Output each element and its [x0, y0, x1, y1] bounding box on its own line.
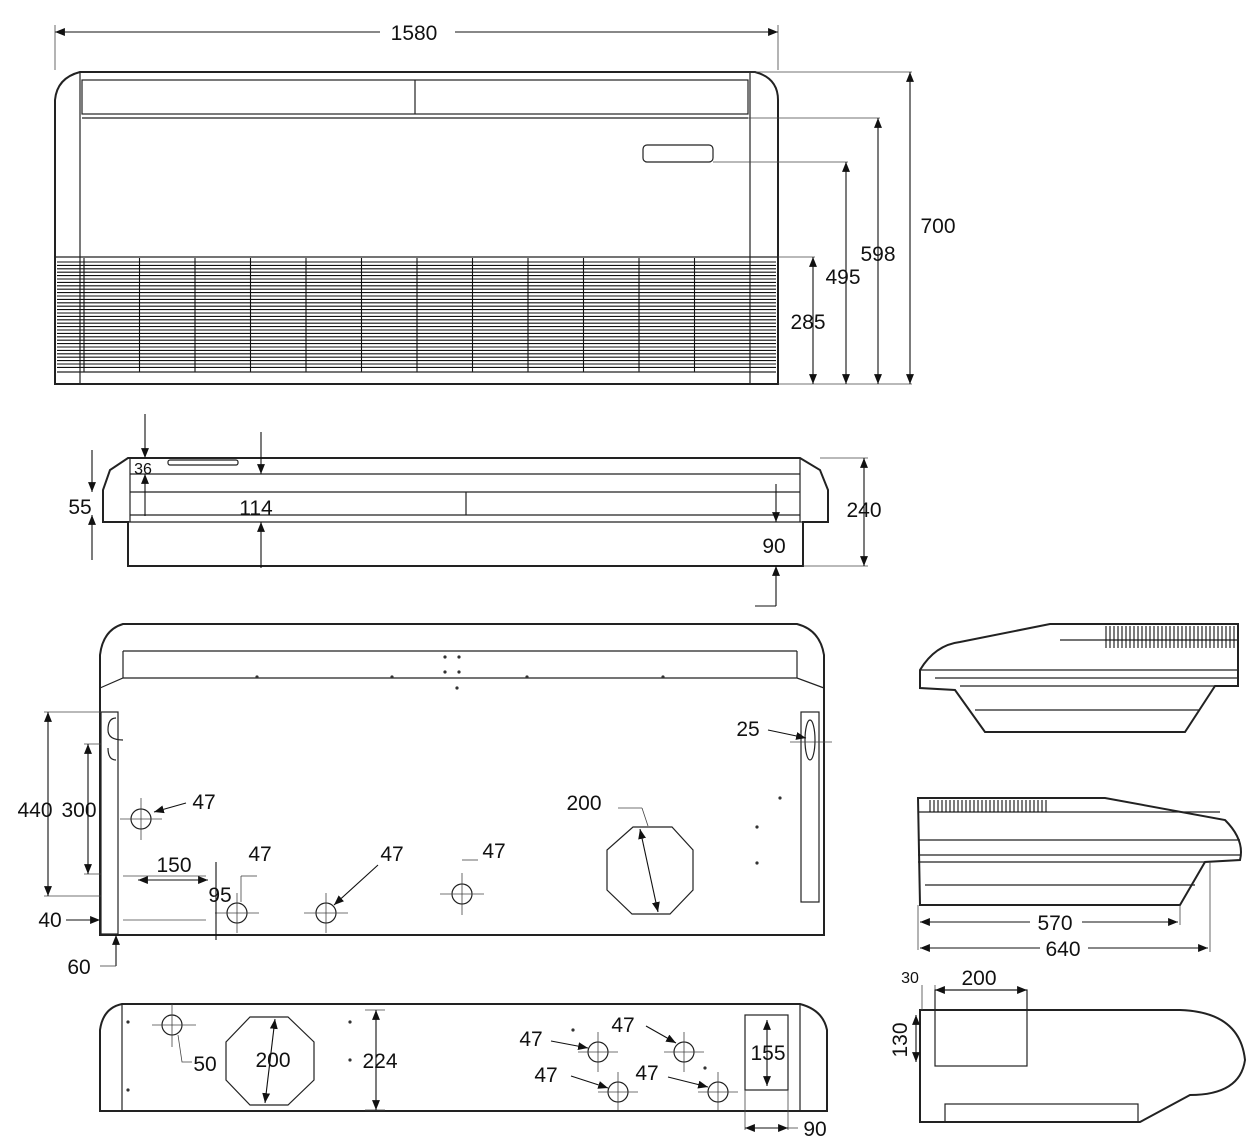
- top-view: 36 55 114 90 240: [68, 414, 882, 607]
- dim-47-a: 47: [192, 791, 215, 814]
- dim-224: 224: [362, 1050, 397, 1073]
- rear-outline: [99, 623, 825, 936]
- dim-300: 300: [61, 799, 96, 822]
- side-view-lower: 570 640: [916, 797, 1242, 961]
- dim-60: 60: [67, 956, 90, 979]
- dim-40: 40: [38, 909, 61, 932]
- side-grille-bottom: [929, 800, 1047, 812]
- dim-155: 155: [750, 1042, 785, 1065]
- dim-height-495: 495: [825, 266, 860, 289]
- dim-200-bottom: 200: [255, 1049, 290, 1072]
- dim-50: 50: [193, 1053, 216, 1076]
- side-outline-lower: [916, 797, 1242, 906]
- bottom-outline: [99, 1003, 828, 1112]
- dim-47-c: 47: [380, 843, 403, 866]
- side-grille-top: [1105, 626, 1235, 648]
- control-display: [642, 144, 714, 163]
- dim-47-bottom-c: 47: [534, 1064, 557, 1087]
- dim-200: 200: [566, 792, 601, 815]
- dim-640: 640: [1045, 938, 1080, 961]
- dim-30: 30: [901, 970, 919, 987]
- dim-440: 440: [17, 799, 52, 822]
- dim-90-bottom: 90: [803, 1118, 826, 1141]
- dim-height-598: 598: [860, 243, 895, 266]
- dim-47-d: 47: [482, 840, 505, 863]
- dim-36: 36: [134, 461, 152, 478]
- dim-150: 150: [156, 854, 191, 877]
- dim-114: 114: [239, 497, 273, 520]
- side-outline-upper: [919, 623, 1239, 733]
- dim-width-1580: 1580: [391, 22, 438, 45]
- detail-view: 30 200 130: [889, 967, 1247, 1123]
- detail-outline: [919, 1009, 1247, 1123]
- side-view-upper: [919, 623, 1239, 733]
- dim-200-detail: 200: [961, 967, 996, 990]
- dim-570: 570: [1037, 912, 1072, 935]
- dim-height-285: 285: [790, 311, 825, 334]
- dim-47-bottom-b: 47: [611, 1014, 634, 1037]
- bottom-view: 200 50 224 47 47 47 47 155 90: [99, 1003, 828, 1141]
- dim-47-b: 47: [248, 843, 271, 866]
- dim-height-700: 700: [920, 215, 955, 238]
- dim-47-bottom-d: 47: [635, 1062, 658, 1085]
- dim-55: 55: [68, 496, 91, 519]
- dim-240: 240: [846, 499, 881, 522]
- rear-view: 200 47 47 47 47 25 440 300 40: [17, 623, 832, 979]
- front-view: 1580 700 598 495 285: [54, 22, 956, 385]
- dim-95: 95: [208, 884, 231, 907]
- air-grille: [57, 258, 776, 373]
- dim-25: 25: [736, 718, 759, 741]
- dim-90: 90: [762, 535, 785, 558]
- dim-130: 130: [889, 1022, 912, 1057]
- dim-47-bottom-a: 47: [519, 1028, 542, 1051]
